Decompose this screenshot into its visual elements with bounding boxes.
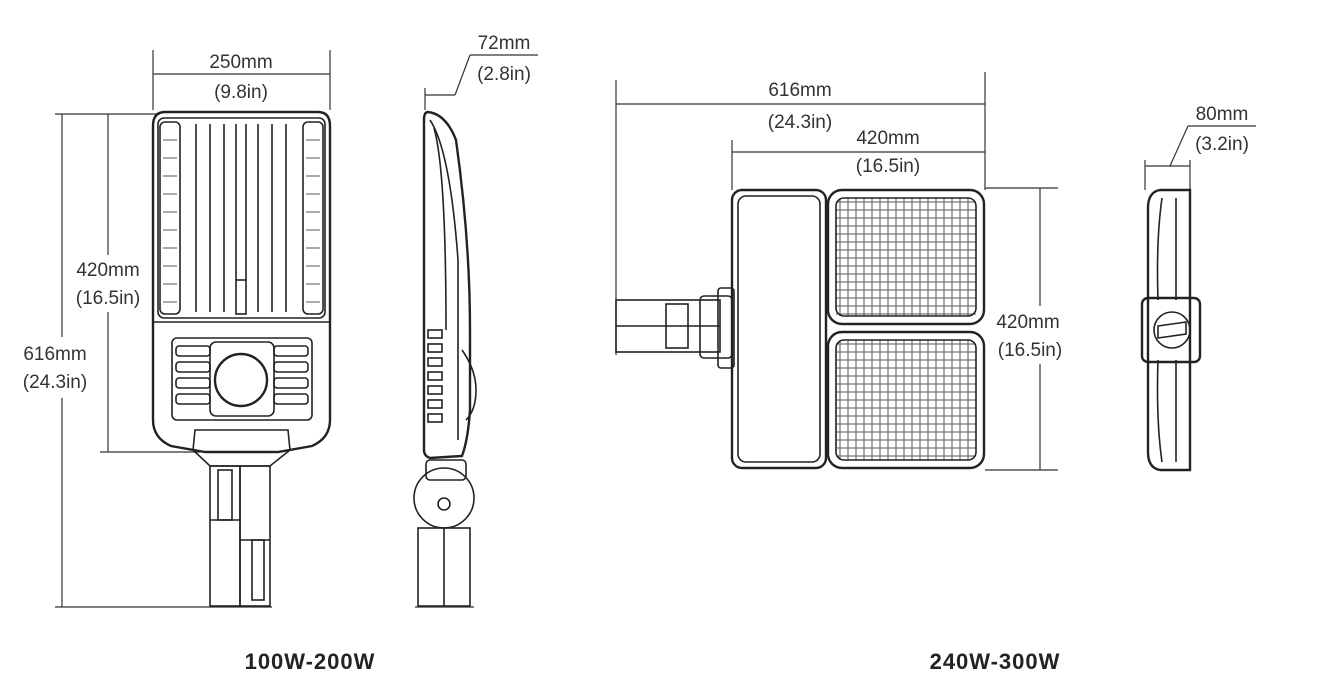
right-side-view: 80mm (3.2in) xyxy=(1140,104,1256,472)
left-side-housing xyxy=(422,110,472,460)
right-led-grid xyxy=(835,197,977,461)
left-side-view: 72mm (2.8in) xyxy=(413,33,538,608)
left-total-height-in: (24.3in) xyxy=(23,372,87,393)
left-depth-mm: 72mm xyxy=(478,33,531,54)
right-side-knuckle xyxy=(1140,296,1202,364)
right-height-mm: 420mm xyxy=(996,312,1059,333)
right-led-module-bottom xyxy=(826,330,986,470)
left-depth-in: (2.8in) xyxy=(477,64,531,85)
left-total-height-mm: 616mm xyxy=(23,344,86,365)
left-width-in: (9.8in) xyxy=(214,82,268,103)
left-sensor-socket xyxy=(213,352,269,408)
left-slip-fitter xyxy=(209,465,271,607)
right-total-width-mm: 616mm xyxy=(768,80,831,101)
left-driver-box xyxy=(171,337,313,421)
left-width-mm: 250mm xyxy=(209,52,272,73)
left-housing-height-in: (16.5in) xyxy=(76,288,140,309)
left-caption: 100W-200W xyxy=(245,649,376,674)
right-depth-mm: 80mm xyxy=(1196,104,1249,125)
right-led-module-top xyxy=(826,188,986,326)
right-total-width-in: (24.3in) xyxy=(768,112,832,133)
right-caption: 240W-300W xyxy=(930,649,1061,674)
left-side-fins xyxy=(427,329,477,423)
right-module-width-in: (16.5in) xyxy=(856,156,920,177)
right-module-width-mm: 420mm xyxy=(856,128,919,149)
right-depth-in: (3.2in) xyxy=(1195,134,1249,155)
left-front-view: 250mm (9.8in) 420mm (16.5in) 616mm (24.3… xyxy=(23,50,332,608)
left-housing-outline xyxy=(151,110,332,454)
left-rib-slots xyxy=(163,139,320,303)
left-vertical-fins xyxy=(195,124,287,315)
left-housing-height-mm: 420mm xyxy=(76,260,139,281)
right-driver-housing xyxy=(730,188,828,470)
right-side-housing xyxy=(1146,188,1192,472)
right-front-view: 616mm (24.3in) 420mm (16.5in) 420mm (16.… xyxy=(615,72,1062,471)
left-heatsink-frame xyxy=(157,117,326,319)
left-mount-bracket xyxy=(192,429,291,467)
right-height-in: (16.5in) xyxy=(998,340,1062,361)
left-heatsink-side-ribs xyxy=(159,121,324,315)
right-slip-fitter xyxy=(615,287,735,369)
